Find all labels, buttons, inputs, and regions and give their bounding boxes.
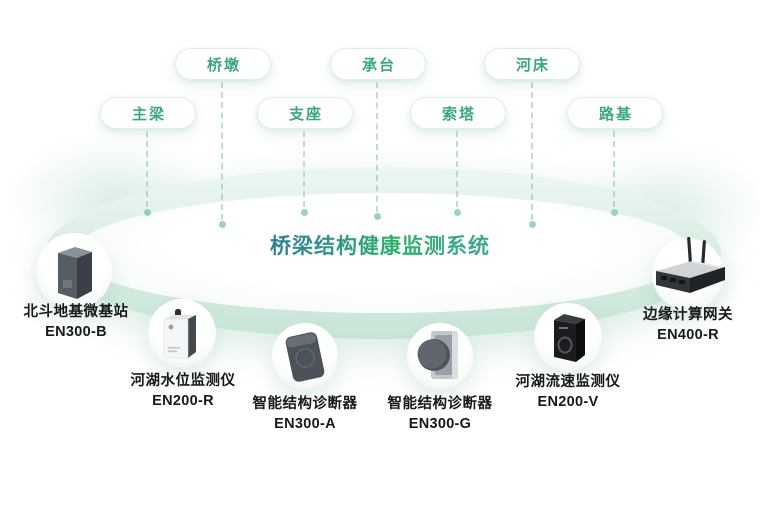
device-pad bbox=[534, 303, 602, 371]
device-label-flow-velocity-monitor: 河湖流速监测仪 EN200-V bbox=[478, 372, 658, 412]
device-name: 河湖流速监测仪 bbox=[515, 374, 621, 390]
device-label-edge-gateway: 边缘计算网关 EN400-R bbox=[598, 305, 760, 345]
device-pad bbox=[36, 233, 112, 309]
pill-main-girder: 主梁 bbox=[100, 97, 196, 129]
system-title: 桥梁结构健康监测系统 bbox=[0, 230, 760, 260]
dropline-dot bbox=[373, 213, 381, 220]
pill-riverbed: 河床 bbox=[484, 48, 580, 80]
device-label-beidou-station: 北斗地基微基站 EN300-B bbox=[0, 302, 166, 342]
device-model: EN200-V bbox=[537, 394, 599, 410]
pill-cable-tower: 索塔 bbox=[410, 97, 506, 129]
device-name: 智能结构诊断器 bbox=[252, 396, 358, 412]
device-model: EN300-A bbox=[274, 416, 336, 432]
dropline-dot bbox=[453, 209, 461, 216]
dropline-bridge-pier bbox=[221, 82, 223, 220]
dropline-pile-cap bbox=[376, 82, 378, 212]
device-model: EN200-R bbox=[152, 393, 214, 409]
device-label-structure-diagnoser-g: 智能结构诊断器 EN300-G bbox=[350, 394, 530, 434]
dropline-riverbed bbox=[531, 82, 533, 220]
device-name: 边缘计算网关 bbox=[643, 307, 733, 323]
dropline-dot bbox=[528, 221, 536, 228]
device-name: 北斗地基微基站 bbox=[23, 304, 129, 320]
device-model: EN400-R bbox=[657, 327, 719, 343]
platform-ellipse-inner bbox=[73, 193, 693, 313]
device-label-water-level-monitor: 河湖水位监测仪 EN200-R bbox=[93, 371, 273, 411]
device-pad bbox=[407, 323, 473, 389]
device-name: 河湖水位监测仪 bbox=[130, 373, 236, 389]
dropline-dot bbox=[300, 209, 308, 216]
device-pad bbox=[652, 238, 724, 310]
device-pad bbox=[272, 323, 338, 389]
dropline-dot bbox=[218, 221, 226, 228]
dropline-dot bbox=[610, 209, 618, 216]
device-model: EN300-G bbox=[408, 416, 472, 432]
device-label-structure-diagnoser-a: 智能结构诊断器 EN300-A bbox=[215, 394, 395, 434]
pill-roadbed: 路基 bbox=[567, 97, 663, 129]
device-name: 智能结构诊断器 bbox=[387, 396, 493, 412]
dropline-cable-tower bbox=[456, 131, 458, 207]
pill-pile-cap: 承台 bbox=[330, 48, 426, 80]
pill-bridge-pier: 桥墩 bbox=[175, 48, 271, 80]
dropline-roadbed bbox=[613, 131, 615, 207]
dropline-bearing bbox=[303, 131, 305, 207]
dropline-dot bbox=[143, 209, 151, 216]
dropline-main-girder bbox=[146, 131, 148, 207]
device-model: EN300-B bbox=[45, 324, 107, 340]
pill-bearing: 支座 bbox=[257, 97, 353, 129]
